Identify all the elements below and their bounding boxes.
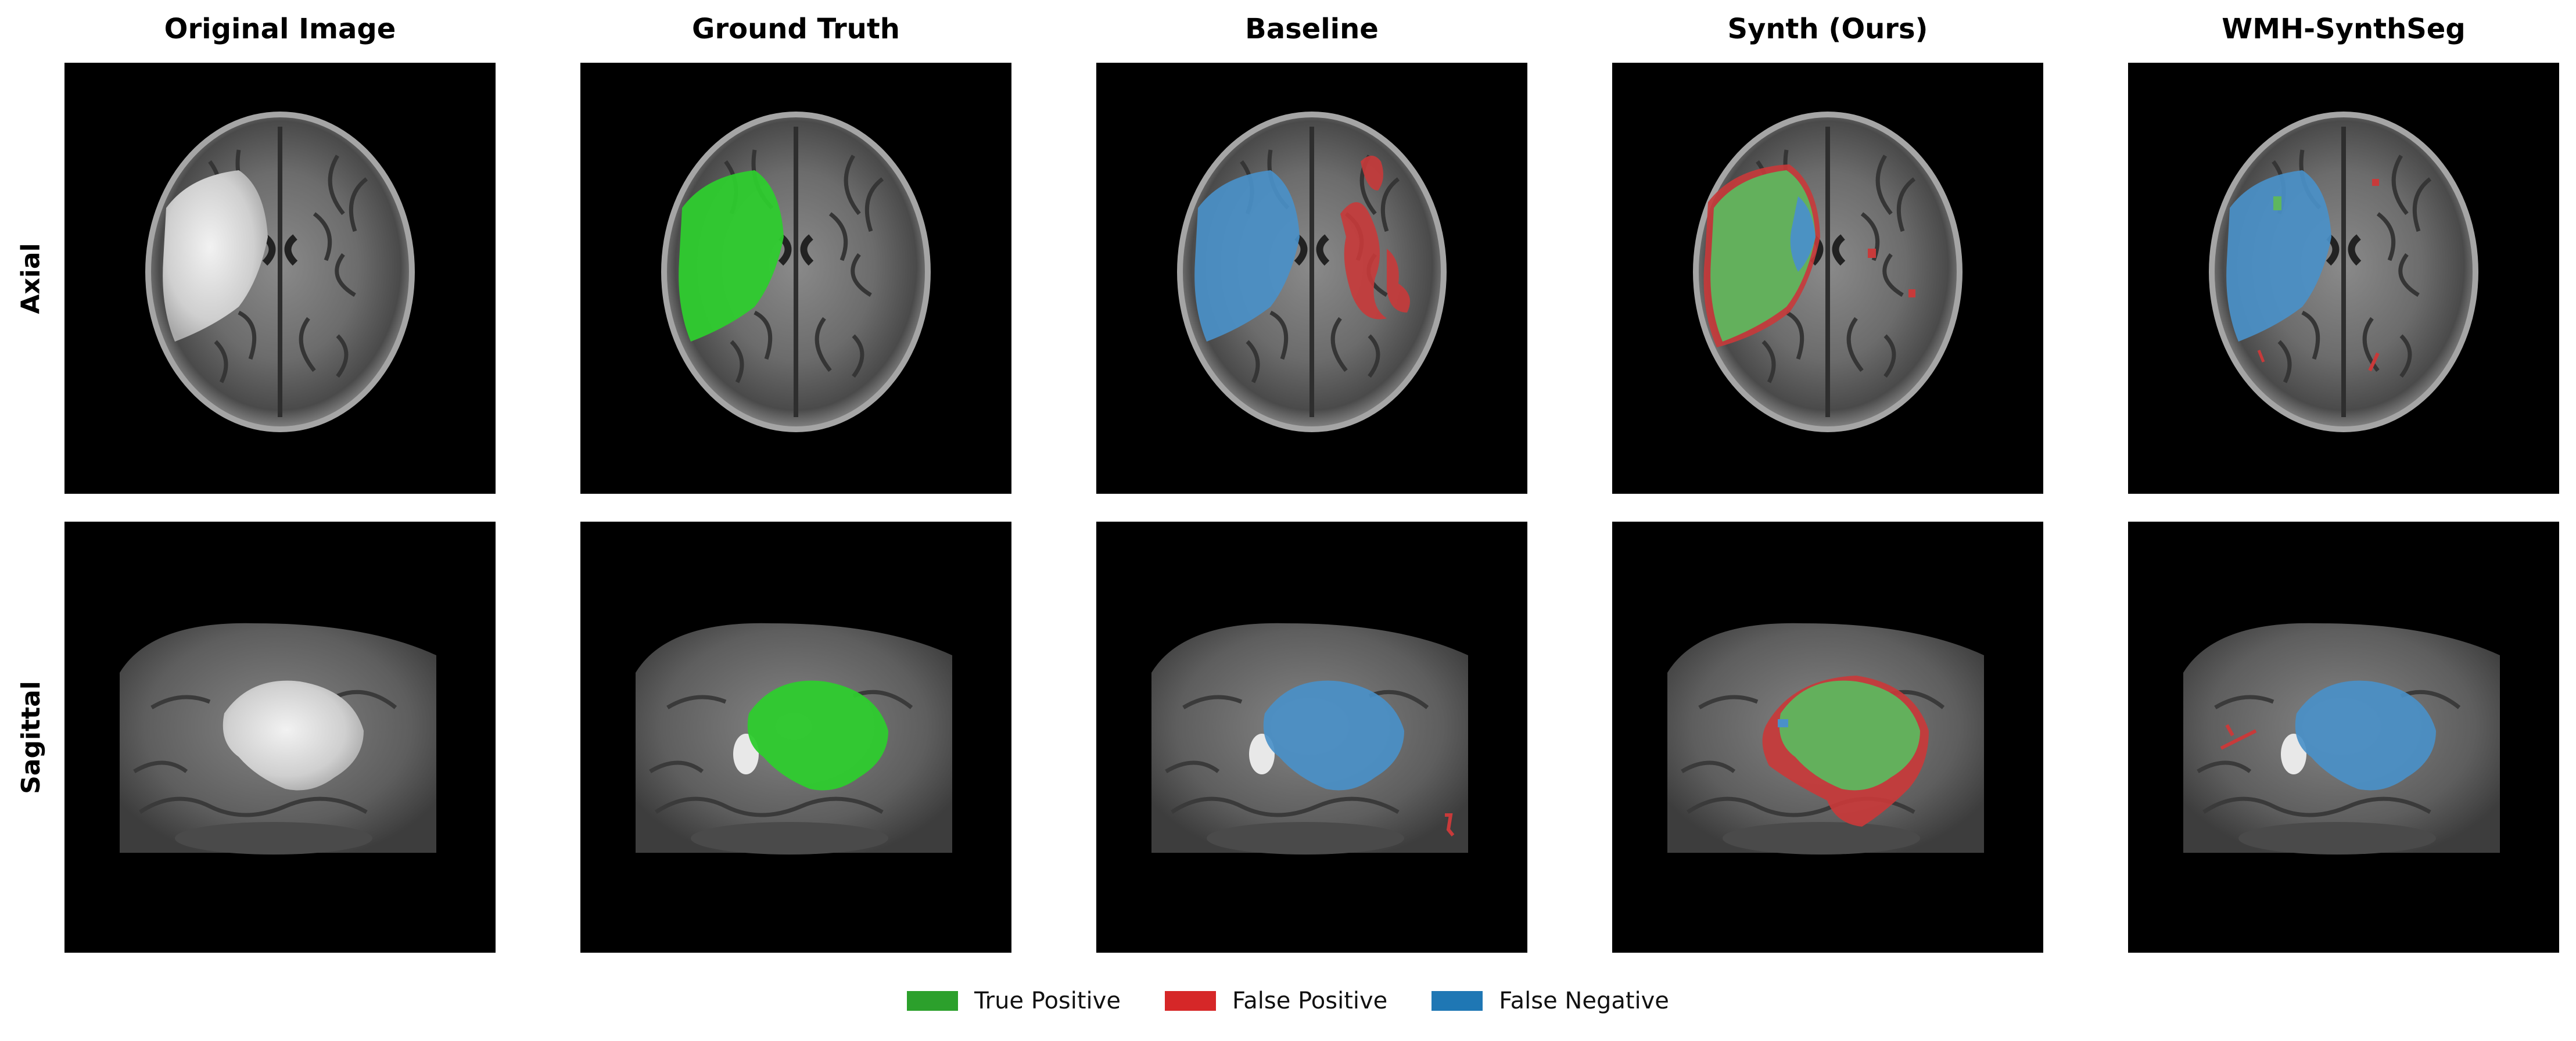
axial-synth-image: [1612, 63, 2043, 494]
legend-item-false-positive: False Positive: [1164, 988, 1388, 1014]
column-title-original: Original Image: [164, 13, 396, 45]
column-title-synth: Synth (Ours): [1727, 13, 1928, 45]
axial-wmh-synthseg-image: [2128, 63, 2559, 494]
false-positive-region: [1387, 249, 1410, 313]
legend-label: True Positive: [974, 988, 1121, 1014]
legend-item-false-negative: False Negative: [1431, 988, 1669, 1014]
false-positive-region: [2368, 352, 2380, 372]
column-title-ground-truth: Ground Truth: [692, 13, 900, 45]
false-positive-region: [1908, 289, 1915, 297]
false-positive-region: [2257, 350, 2265, 362]
axial-ground-truth-image: [580, 63, 1011, 494]
false-negative-region: [1790, 196, 1816, 272]
panel-sagittal-original: [64, 522, 496, 953]
axial-baseline-image: [1096, 63, 1527, 494]
row-label-sagittal: Sagittal: [16, 680, 46, 794]
sagittal-synth-image: [1612, 522, 2043, 953]
legend-swatch-false-positive: [1164, 991, 1216, 1011]
legend-swatch-false-negative: [1431, 991, 1483, 1011]
panel-axial-original: [64, 63, 496, 494]
legend-label: False Negative: [1499, 988, 1669, 1014]
column-title-wmh-synthseg: WMH-SynthSeg: [2222, 13, 2466, 45]
panel-axial-ground-truth: [580, 63, 1011, 494]
false-positive-region: [1340, 202, 1387, 320]
false-positive-region: [2220, 724, 2257, 750]
legend: True Positive False Positive False Negat…: [0, 985, 2576, 1017]
panel-axial-baseline: [1096, 63, 1527, 494]
panel-axial-synth: [1612, 63, 2043, 494]
legend-swatch-true-positive: [907, 991, 959, 1011]
false-positive-region: [2372, 179, 2379, 186]
axial-original-image: [64, 63, 496, 494]
sagittal-baseline-image: [1096, 522, 1527, 953]
sagittal-wmh-synthseg-image: [2128, 522, 2559, 953]
panel-sagittal-baseline: [1096, 522, 1527, 953]
false-positive-region: [1361, 156, 1383, 191]
true-positive-region: [2273, 196, 2281, 210]
legend-label: False Positive: [1232, 988, 1388, 1014]
sagittal-original-image: [64, 522, 496, 953]
panel-sagittal-ground-truth: [580, 522, 1011, 953]
row-label-axial: Axial: [16, 242, 46, 314]
panel-axial-wmh-synthseg: [2128, 63, 2559, 494]
false-positive-region: [1868, 249, 1876, 258]
false-positive-region: [1445, 813, 1455, 837]
sagittal-ground-truth-image: [580, 522, 1011, 953]
false-negative-region: [1778, 719, 1788, 727]
panel-sagittal-synth: [1612, 522, 2043, 953]
legend-item-true-positive: True Positive: [907, 988, 1121, 1014]
panel-sagittal-wmh-synthseg: [2128, 522, 2559, 953]
column-title-baseline: Baseline: [1245, 13, 1379, 45]
